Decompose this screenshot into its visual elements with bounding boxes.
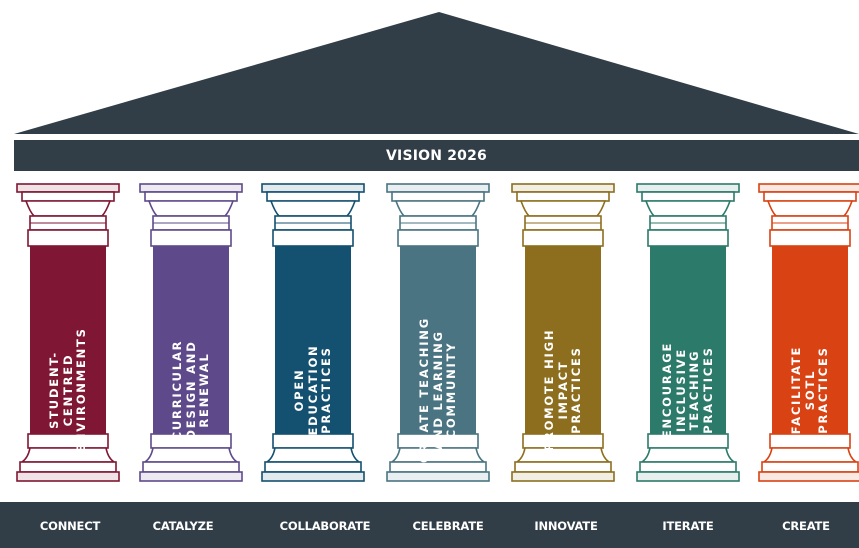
pillar-column-graphic xyxy=(16,183,120,482)
shaft-top-band xyxy=(27,229,109,247)
base-label-create: CREATE xyxy=(782,519,830,533)
base-label-iterate: ITERATE xyxy=(662,519,714,533)
base-plinth xyxy=(511,471,615,482)
capital-abacus xyxy=(758,183,859,193)
pillar-7: FACILITATE SOTL PRACTICES xyxy=(758,182,859,498)
capital-curve xyxy=(519,200,607,217)
pillar-title: FACILITATE SOTL PRACTICES xyxy=(788,345,830,435)
roof-triangle xyxy=(14,12,859,134)
shaft-top-band xyxy=(522,229,604,247)
capital-echinus xyxy=(516,191,610,202)
foundation-base xyxy=(0,502,859,548)
capital-echinus xyxy=(266,191,360,202)
pillar-shaft xyxy=(275,246,351,434)
base-plinth xyxy=(139,471,243,482)
shaft-top-band xyxy=(272,229,354,247)
pillar-column-graphic xyxy=(511,183,615,482)
pillar-column-graphic xyxy=(758,183,859,482)
pillar-shaft xyxy=(400,246,476,434)
pillar-title: CURRICULAR DESIGN AND RENEWAL xyxy=(169,339,211,441)
base-plinth xyxy=(386,471,490,482)
pillar-title: STUDENT- CENTRED ENVIRONMENTS xyxy=(46,327,88,453)
pillar-6: ENCOURAGE INCLUSIVE TEACHING PRACTICES xyxy=(636,182,740,498)
shaft-top-band xyxy=(647,229,729,247)
pillar-3: OPEN EDUCATION PRACTICES xyxy=(261,182,365,498)
capital-curve xyxy=(147,200,235,217)
pillar-title: CREATE TEACHING AND LEARNING COMMUNITY xyxy=(416,317,458,463)
pillar-1: STUDENT- CENTRED ENVIRONMENTS xyxy=(16,182,120,498)
capital-echinus xyxy=(763,191,857,202)
capital-curve xyxy=(394,200,482,217)
capital-echinus xyxy=(641,191,735,202)
pillar-column-graphic xyxy=(386,183,490,482)
roof-pediment xyxy=(14,12,859,134)
base-label-collaborate: COLLABORATE xyxy=(279,519,371,533)
capital-echinus xyxy=(21,191,115,202)
base-label-innovate: INNOVATE xyxy=(534,519,598,533)
base-label-celebrate: CELEBRATE xyxy=(412,519,484,533)
pillar-shaft xyxy=(772,246,848,434)
vision-banner: VISION 2026 xyxy=(14,140,859,171)
pillar-4: CREATE TEACHING AND LEARNING COMMUNITY xyxy=(386,182,490,498)
pillar-title: OPEN EDUCATION PRACTICES xyxy=(291,344,333,436)
pillar-2: CURRICULAR DESIGN AND RENEWAL xyxy=(139,182,243,498)
base-plinth xyxy=(16,471,120,482)
capital-abacus xyxy=(636,183,740,193)
shaft-top-band xyxy=(150,229,232,247)
pillar-5: PROMOTE HIGH IMPACT PRACTICES xyxy=(511,182,615,498)
pillar-shaft xyxy=(650,246,726,434)
pillar-title: ENCOURAGE INCLUSIVE TEACHING PRACTICES xyxy=(660,341,715,439)
pillar-column-graphic xyxy=(261,183,365,482)
pillar-shaft xyxy=(30,246,106,434)
capital-curve xyxy=(644,200,732,217)
capital-abacus xyxy=(511,183,615,193)
base-plinth xyxy=(261,471,365,482)
vision-title: VISION 2026 xyxy=(386,147,487,164)
capital-abacus xyxy=(261,183,365,193)
capital-echinus xyxy=(391,191,485,202)
shaft-top-band xyxy=(769,229,851,247)
pillar-title: PROMOTE HIGH IMPACT PRACTICES xyxy=(541,328,583,452)
pillar-shaft xyxy=(153,246,229,434)
base-plinth xyxy=(758,471,859,482)
base-label-connect: CONNECT xyxy=(39,519,101,533)
capital-curve xyxy=(766,200,854,217)
pillar-shaft xyxy=(525,246,601,434)
base-plinth xyxy=(636,471,740,482)
capital-curve xyxy=(269,200,357,217)
capital-abacus xyxy=(386,183,490,193)
capital-curve xyxy=(24,200,112,217)
pillar-column-graphic xyxy=(636,183,740,482)
pillar-column-graphic xyxy=(139,183,243,482)
shaft-top-band xyxy=(397,229,479,247)
capital-abacus xyxy=(16,183,120,193)
capital-echinus xyxy=(144,191,238,202)
capital-abacus xyxy=(139,183,243,193)
base-label-catalyze: CATALYZE xyxy=(152,519,214,533)
